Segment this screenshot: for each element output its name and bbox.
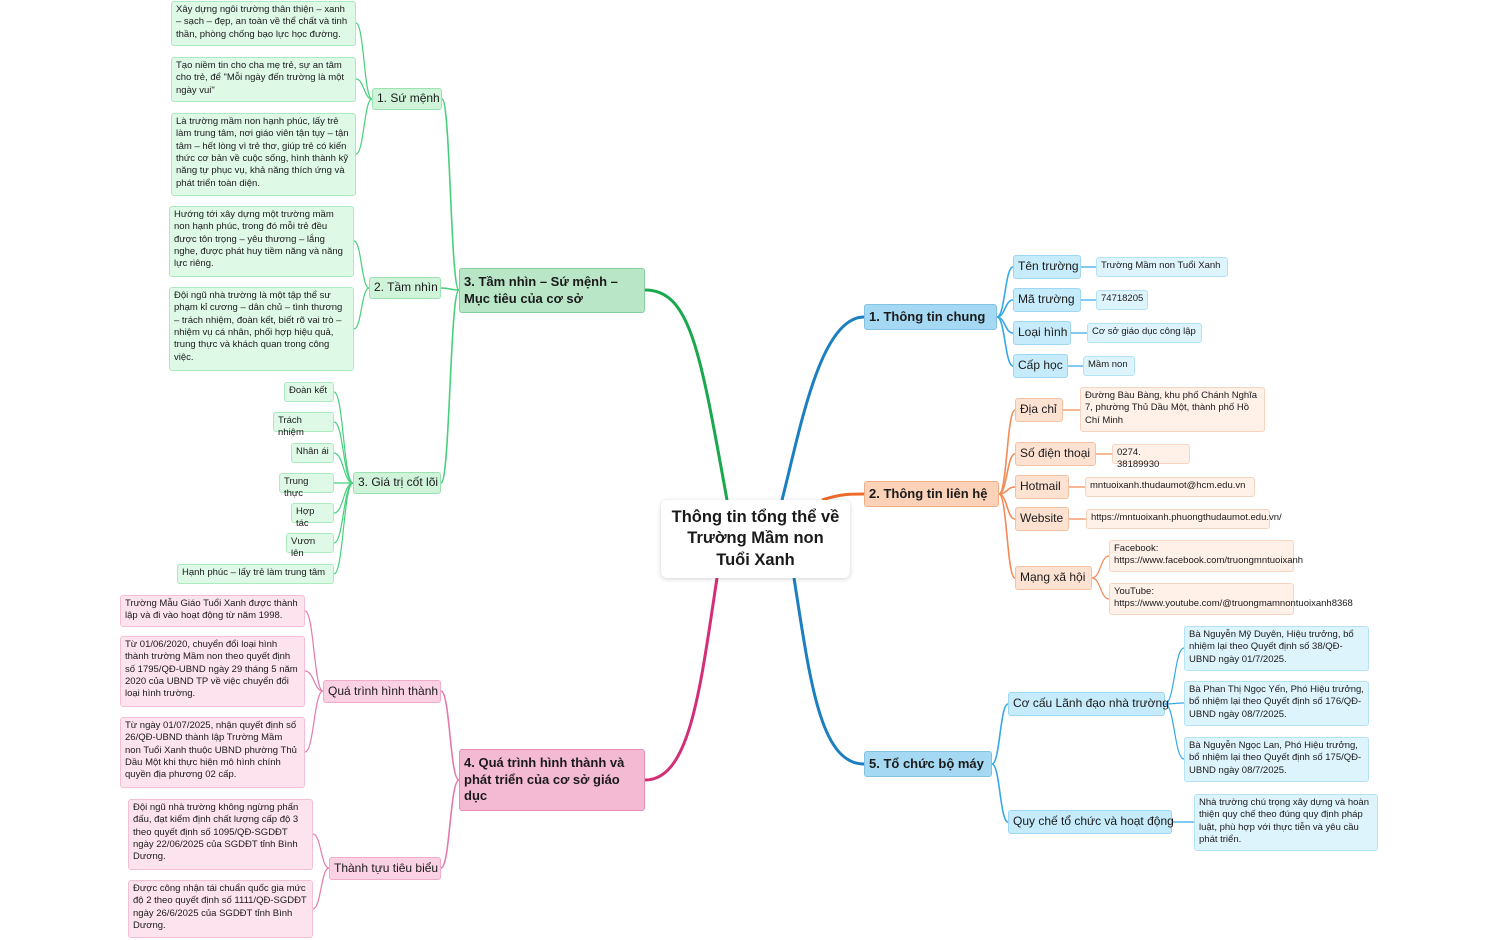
link-b5-lead-1: [1164, 702, 1185, 705]
link-center-b4: [644, 577, 719, 782]
link-b4-ach-1: [312, 867, 330, 910]
link-b4-history-1: [304, 670, 324, 692]
link-b4-sub-1: [440, 779, 460, 869]
history-item-2: Từ 01/06/2020, chuyển đổi loại hình thàn…: [120, 636, 305, 707]
link-b2-sub-1: [998, 453, 1016, 495]
history-item-3: Từ ngày 01/07/2025, nhận quyết định số 2…: [120, 717, 305, 788]
school-type-value: Cơ sở giáo dục công lập: [1087, 323, 1202, 343]
link-b4-sub-0: [440, 690, 460, 781]
value-rising: Vươn lên: [286, 533, 334, 559]
value-kindness: Nhân ái: [291, 443, 334, 463]
leadership-label[interactable]: Cơ cấu Lãnh đạo nhà trường: [1008, 692, 1169, 716]
link-b2-sub-4: [998, 493, 1016, 579]
achievements-label[interactable]: Thành tựu tiêu biểu: [329, 857, 441, 880]
value-unity: Đoàn kết: [284, 382, 334, 402]
branch-contact-info[interactable]: 2. Thông tin liên hệ: [864, 481, 999, 507]
rules-label[interactable]: Quy chế tổ chức và hoạt động: [1008, 810, 1174, 834]
link-b3-sub-2: [440, 289, 460, 484]
link-b3-vision-0: [353, 240, 370, 289]
link-b3-sub-1: [440, 287, 460, 291]
leader-vice-principal-2: Bà Nguyễn Ngọc Lan, Phó Hiệu trưởng, bổ …: [1184, 737, 1369, 782]
school-name-label[interactable]: Tên trường: [1013, 255, 1081, 279]
core-values-label[interactable]: 3. Giá trị cốt lõi: [353, 472, 441, 494]
email-label[interactable]: Hotmail: [1015, 475, 1069, 499]
link-b3-value-1: [333, 421, 354, 484]
link-b3-value-2: [333, 452, 354, 484]
phone-label[interactable]: Số điện thoại: [1015, 442, 1096, 466]
address-value: Đường Bàu Bàng, khu phố Chánh Nghĩa 7, p…: [1080, 387, 1265, 432]
link-b1-sub-3: [996, 316, 1014, 367]
rules-item: Nhà trường chú trọng xây dựng và hoàn th…: [1194, 794, 1378, 851]
central-topic[interactable]: Thông tin tổng thể về Trường Mầm non Tuổ…: [661, 500, 850, 578]
link-b5-sub-1: [991, 763, 1009, 823]
website-label[interactable]: Website: [1015, 507, 1069, 531]
link-b2-sub-0: [998, 409, 1016, 495]
youtube-value: YouTube: https://www.youtube.com/@truong…: [1109, 583, 1353, 615]
link-b3-vision-1: [353, 287, 370, 330]
vision-label[interactable]: 2. Tầm nhìn: [369, 277, 441, 299]
branch-vision-mission[interactable]: 3. Tầm nhìn – Sứ mệnh – Mục tiêu của cơ …: [459, 268, 645, 313]
link-center-b5: [792, 577, 865, 766]
mission-item-1: Xây dựng ngôi trường thân thiện – xanh –…: [171, 1, 356, 46]
link-b4-ach-0: [312, 833, 330, 869]
link-b3-mission-0: [355, 22, 373, 100]
leader-principal: Bà Nguyễn Mỹ Duyên, Hiệu trưởng, bổ nhiệ…: [1184, 626, 1369, 671]
phone-value: 0274. 38189930: [1112, 444, 1190, 470]
branch-history[interactable]: 4. Quá trình hình thành và phát triển củ…: [459, 749, 645, 811]
facebook-value: Facebook: https://www.facebook.com/truon…: [1109, 540, 1303, 572]
link-b3-sub-0: [441, 98, 460, 291]
history-item-1: Trường Mẫu Giáo Tuổi Xanh được thành lập…: [120, 595, 305, 627]
history-label[interactable]: Quá trình hình thành: [323, 680, 441, 703]
value-happiness: Hạnh phúc – lấy trẻ làm trung tâm: [177, 564, 334, 584]
website-value: https://mntuoixanh.phuongthudaumot.edu.v…: [1086, 509, 1282, 529]
mission-item-3: Là trường mầm non hạnh phúc, lấy trẻ làm…: [171, 113, 356, 196]
link-b5-sub-0: [991, 703, 1009, 765]
link-b3-value-0: [333, 391, 354, 484]
school-code-label[interactable]: Mã trường: [1013, 288, 1081, 312]
link-b2-leaf-4: [1091, 555, 1110, 579]
link-b3-value-6: [333, 482, 354, 575]
link-b4-history-0: [304, 610, 324, 692]
achievement-item-2: Được công nhận tái chuẩn quốc gia mức độ…: [128, 880, 313, 938]
link-b3-mission-2: [355, 98, 373, 155]
link-b5-lead-2: [1164, 703, 1185, 760]
branch-general-info[interactable]: 1. Thông tin chung: [864, 304, 997, 330]
school-name-value: Trường Mầm non Tuổi Xanh: [1096, 257, 1228, 277]
branch-organization[interactable]: 5. Tổ chức bộ máy: [864, 751, 992, 777]
link-center-b3: [644, 288, 729, 501]
school-code-value: 74718205: [1096, 290, 1148, 310]
link-b3-mission-1: [355, 78, 373, 100]
value-cooperation: Hợp tác: [291, 503, 334, 529]
link-center-b2: [821, 492, 865, 502]
link-b2-leaf-5: [1091, 577, 1110, 600]
vision-item-2: Đội ngũ nhà trường là một tập thể sư phạ…: [169, 287, 354, 371]
leader-vice-principal-1: Bà Phan Thị Ngọc Yến, Phó Hiệu trưởng, b…: [1184, 681, 1369, 726]
link-center-b1: [780, 315, 865, 501]
vision-item-1: Hướng tới xây dựng một trường mầm non hạ…: [169, 206, 354, 277]
mission-label[interactable]: 1. Sứ mệnh: [372, 88, 442, 110]
school-level-label[interactable]: Cấp học: [1013, 354, 1068, 378]
link-b5-lead-0: [1164, 647, 1185, 705]
address-label[interactable]: Địa chỉ: [1015, 398, 1063, 422]
link-b4-history-2: [304, 690, 324, 753]
school-level-value: Mầm non: [1083, 356, 1135, 376]
achievement-item-1: Đội ngũ nhà trường không ngừng phấn đấu,…: [128, 799, 313, 870]
school-type-label[interactable]: Loại hình: [1013, 321, 1071, 345]
email-value: mntuoixanh.thudaumot@hcm.edu.vn: [1085, 477, 1255, 497]
mission-item-2: Tạo niềm tin cho cha mẹ trẻ, sự an tâm c…: [171, 57, 356, 102]
value-responsibility: Trách nhiệm: [273, 412, 334, 438]
value-honesty: Trung thực: [279, 473, 334, 499]
social-label[interactable]: Mạng xã hội: [1015, 566, 1092, 590]
